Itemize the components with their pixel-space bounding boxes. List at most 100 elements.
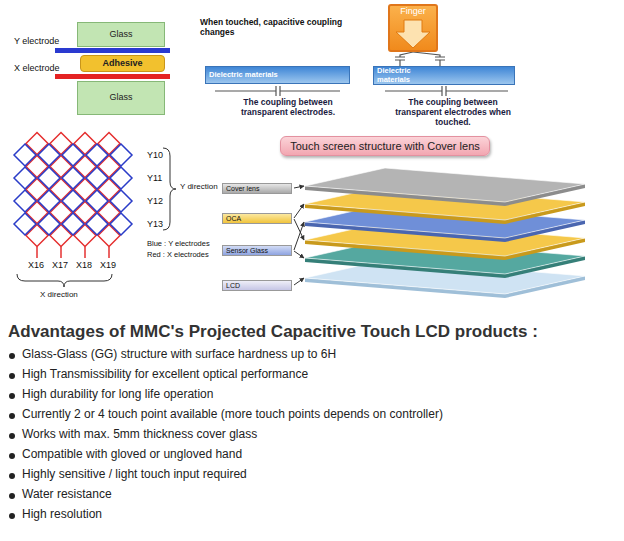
y-electrode-diamond bbox=[62, 213, 84, 235]
electrode-grid bbox=[14, 133, 132, 259]
x-electrode-lead bbox=[36, 247, 38, 259]
layer-tag: Sensor Glass bbox=[222, 245, 292, 256]
y-electrode-diamond bbox=[110, 190, 132, 212]
y-electrode-diamond bbox=[14, 190, 36, 212]
y-electrode-diamond bbox=[110, 167, 132, 189]
list-heading: Advantages of MMC's Projected Capacitive… bbox=[8, 322, 618, 342]
y-electrode-diamond bbox=[14, 167, 36, 189]
panel-heading: When touched, capacitive coupling change… bbox=[200, 18, 378, 38]
electrode-label: X17 bbox=[52, 260, 68, 270]
bullet-dot bbox=[9, 433, 15, 439]
electrode-label: X18 bbox=[76, 260, 92, 270]
node-text: Glass bbox=[109, 30, 132, 40]
part-label: X electrode bbox=[14, 63, 60, 73]
bullet-item: Glass-Glass (GG) structure with surface … bbox=[22, 348, 336, 362]
layer-stack bbox=[305, 168, 585, 298]
x-electrode-diamond bbox=[74, 225, 96, 247]
x-electrode-diamond bbox=[26, 133, 48, 155]
layer-tag: Cover lens bbox=[222, 183, 292, 194]
electrode-label: X16 bbox=[28, 260, 44, 270]
x-electrode-diamond bbox=[74, 156, 96, 178]
bullet-dot bbox=[9, 493, 15, 499]
legend-note: Blue : Y electrodes bbox=[147, 240, 210, 249]
x-electrode-diamond bbox=[26, 225, 48, 247]
glass-layer: Glass bbox=[77, 22, 165, 47]
leader-arrow bbox=[294, 222, 304, 250]
electrode-label: X19 bbox=[100, 260, 116, 270]
y-electrode-diamond bbox=[38, 144, 60, 166]
bullet-dot bbox=[9, 513, 15, 519]
x-electrode-lead bbox=[108, 247, 110, 259]
panel-caption: The coupling between transparent electro… bbox=[222, 98, 354, 118]
part-label: Y electrode bbox=[14, 36, 59, 46]
bullet-dot bbox=[9, 413, 15, 419]
electrode-label: Y11 bbox=[147, 173, 162, 183]
leader-arrow bbox=[294, 204, 304, 218]
y-electrode-diamond bbox=[38, 213, 60, 235]
y-electrode-diamond bbox=[62, 167, 84, 189]
bullet-item: High resolution bbox=[22, 508, 102, 522]
node-text: Finger bbox=[400, 6, 426, 17]
bullet-dot bbox=[9, 373, 15, 379]
leader-arrow bbox=[294, 186, 304, 188]
x-electrode-diamond bbox=[50, 133, 72, 155]
layer-tag: LCD bbox=[222, 280, 292, 291]
panel-caption: The coupling between transparent electro… bbox=[388, 98, 518, 127]
y-electrode-diamond bbox=[14, 213, 36, 235]
y-electrode-diamond bbox=[62, 190, 84, 212]
direction-label: Y direction bbox=[180, 182, 218, 191]
stack-layer bbox=[305, 168, 585, 206]
dielectric-bar: Dielectric materials bbox=[373, 66, 515, 85]
layer-top bbox=[305, 168, 585, 202]
x-electrode-diamond bbox=[98, 179, 120, 201]
direction-label: X direction bbox=[40, 290, 78, 299]
bullet-item: Compatible with gloved or ungloved hand bbox=[22, 448, 242, 462]
legend-note: Red : X electrodes bbox=[147, 251, 209, 260]
y-electrode-diamond bbox=[38, 167, 60, 189]
bullet-item: Highly sensitive / light touch input req… bbox=[22, 468, 247, 482]
x-electrode-diamond bbox=[26, 179, 48, 201]
x-electrode-diamond bbox=[98, 133, 120, 155]
x-electrode-diamond bbox=[98, 156, 120, 178]
bullet-item: Water resistance bbox=[22, 488, 112, 502]
y-electrode-diamond bbox=[86, 213, 108, 235]
bullet-dot bbox=[9, 353, 15, 359]
bullet-item: High Transmissibility for excellent opti… bbox=[22, 368, 308, 382]
finger-capacitor bbox=[395, 52, 413, 66]
finger-capacitor bbox=[413, 52, 445, 66]
section-heading: Touch screen structure with Cover lens bbox=[280, 136, 490, 156]
bullet-dot bbox=[9, 393, 15, 399]
x-electrode-bar bbox=[55, 74, 170, 79]
leader-arrow bbox=[294, 251, 304, 258]
electrode-label: Y13 bbox=[147, 219, 163, 229]
glass-layer: Glass bbox=[77, 81, 165, 115]
adhesive-layer: Adhesive bbox=[80, 55, 165, 72]
x-electrode-lead bbox=[60, 247, 62, 259]
y-electrode-diamond bbox=[110, 213, 132, 235]
node-text: Dielectric materials bbox=[377, 67, 425, 84]
y-electrode-diamond bbox=[38, 190, 60, 212]
down-arrow bbox=[396, 20, 430, 48]
x-electrode-diamond bbox=[98, 225, 120, 247]
bullet-item: High durability for long life operation bbox=[22, 388, 213, 402]
x-electrode-diamond bbox=[50, 202, 72, 224]
bullet-dot bbox=[9, 453, 15, 459]
electrode-pair bbox=[385, 86, 508, 96]
electrode-label: Y10 bbox=[147, 150, 163, 160]
node-text: OCA bbox=[226, 215, 241, 223]
y-electrode-diamond bbox=[86, 190, 108, 212]
electrode-pair bbox=[215, 86, 340, 96]
bullet-item: Currently 2 or 4 touch point available (… bbox=[22, 408, 443, 422]
bullet-dot bbox=[9, 473, 15, 479]
node-text: Glass bbox=[109, 93, 132, 103]
node-text: LCD bbox=[226, 282, 240, 290]
node-text: Sensor Glass bbox=[226, 247, 268, 255]
x-electrode-diamond bbox=[50, 156, 72, 178]
y-electrode-diamond bbox=[14, 144, 36, 166]
y-electrode-bar bbox=[55, 48, 170, 53]
x-electrode-diamond bbox=[74, 133, 96, 155]
x-electrode-diamond bbox=[50, 225, 72, 247]
node-text: Adhesive bbox=[102, 59, 142, 69]
x-bracket bbox=[17, 274, 112, 287]
